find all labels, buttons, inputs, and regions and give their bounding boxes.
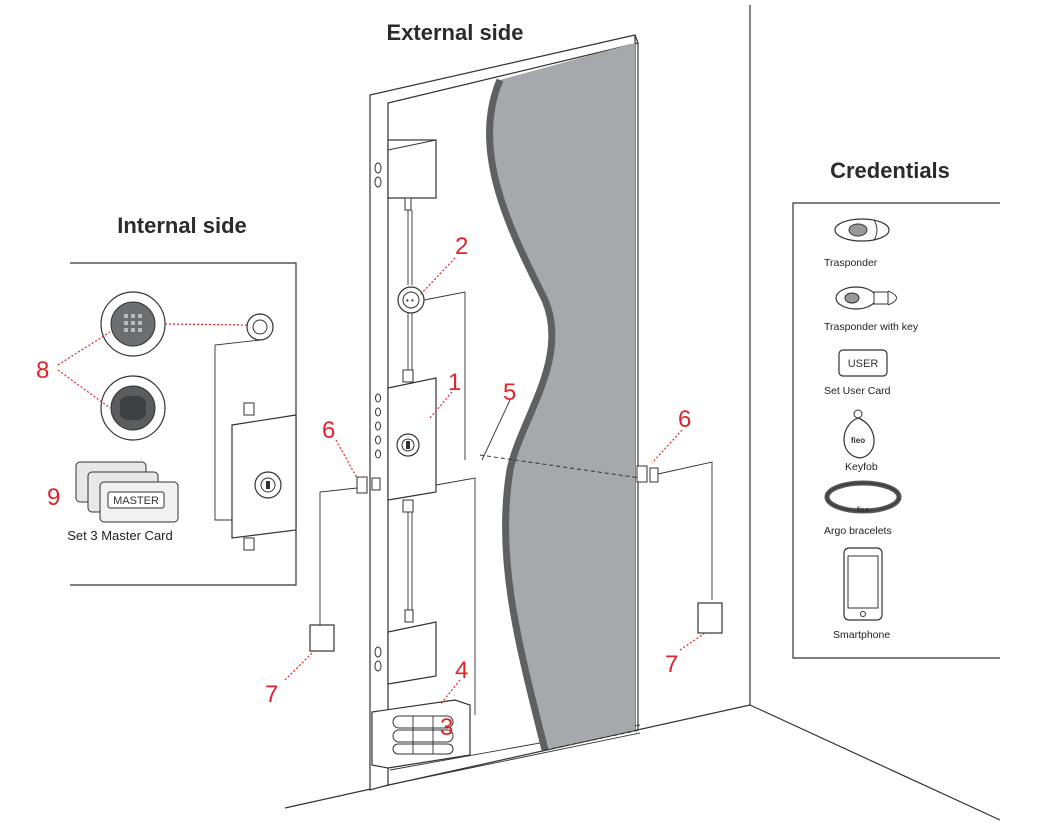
callout-5: 5 (503, 379, 516, 406)
main-lock-1 (387, 369, 476, 715)
callout-leaders (57, 257, 706, 706)
callout-6-right: 6 (678, 406, 691, 433)
door-leaf (479, 43, 641, 751)
battery-pack (371, 699, 471, 769)
bracelet-brand: fieo (857, 507, 869, 514)
credentials-panel (792, 202, 1000, 659)
master-card-caption: Set 3 Master Card (67, 528, 173, 543)
keyfob-icon (843, 409, 875, 459)
callout-7-left: 7 (265, 681, 278, 708)
credential-label-trasponder: Trasponder (824, 257, 878, 269)
callout-3: 3 (440, 714, 453, 741)
left-sensor-6 (309, 476, 381, 652)
callout-1: 1 (448, 369, 461, 396)
user-card-text: USER (848, 358, 879, 370)
callout-4: 4 (455, 657, 468, 684)
right-sensor-6 (636, 461, 723, 634)
smartphone-icon (843, 547, 883, 621)
callout-6-left: 6 (322, 417, 335, 444)
master-card-label: MASTER (113, 495, 159, 507)
external-reader-2: • • (397, 286, 466, 460)
transponder-key-icon (835, 286, 897, 310)
callout-9: 9 (47, 484, 60, 511)
callout-8: 8 (36, 357, 49, 384)
internal-side-heading: Internal side (117, 213, 247, 238)
user-card-icon (838, 349, 888, 377)
room-corner (284, 5, 1001, 821)
callout-2: 2 (455, 233, 468, 260)
credentials-heading: Credentials (830, 158, 950, 183)
credential-label-keyfob: Keyfob (845, 461, 878, 473)
internal-panel (70, 262, 297, 586)
keyfob-brand: fieo (851, 436, 865, 445)
external-side-heading: External side (387, 20, 524, 45)
callout-7-right: 7 (665, 651, 678, 678)
lower-lock-block (387, 609, 437, 685)
credential-label-trasponder-key: Trasponder with key (824, 321, 919, 333)
svg-text:• •: • • (406, 296, 414, 305)
credential-label-user-card: Set User Card (824, 385, 891, 397)
credential-label-smartphone: Smartphone (833, 629, 890, 641)
transponder-icon (834, 218, 890, 242)
upper-lock-block (387, 139, 437, 285)
credential-label-bracelets: Argo bracelets (824, 525, 892, 537)
master-cards (75, 461, 179, 523)
bracelet-icon (824, 480, 902, 514)
